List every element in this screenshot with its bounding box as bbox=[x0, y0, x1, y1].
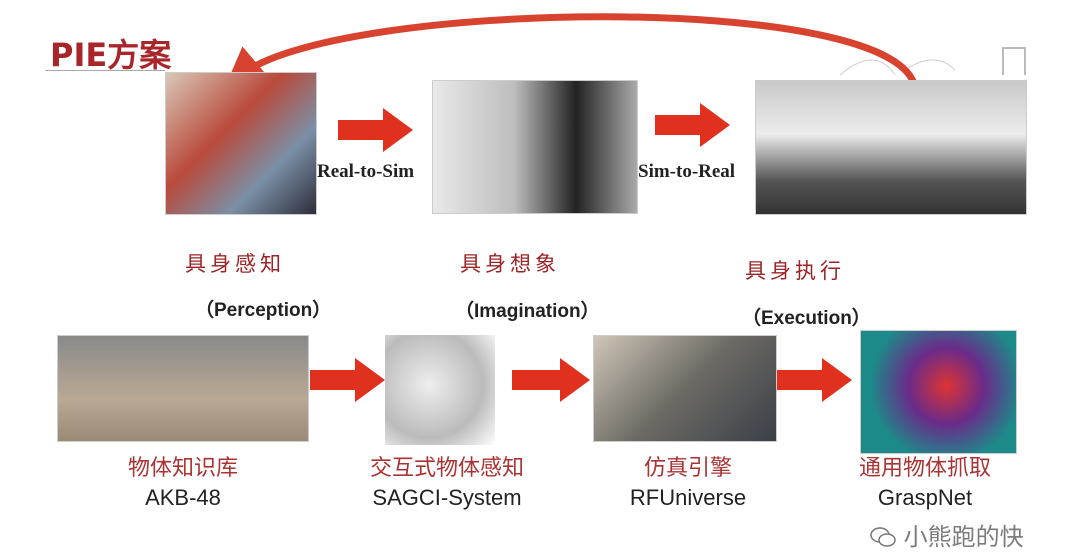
arrow-icon bbox=[338, 108, 413, 152]
akb48-image bbox=[57, 335, 309, 442]
akb48-en: AKB-48 bbox=[145, 485, 221, 510]
stage-imagination-cn: 具身想象 bbox=[460, 252, 560, 276]
perception-image bbox=[165, 72, 317, 215]
arrow-icon bbox=[512, 358, 590, 402]
page-title: PIE方案 bbox=[50, 36, 172, 74]
rfuniverse-image bbox=[593, 335, 777, 442]
sagci-cn: 交互式物体感知 bbox=[369, 456, 524, 481]
sim-to-real-label: Sim-to-Real bbox=[638, 161, 736, 182]
stage-imagination-en: （Imagination） bbox=[455, 301, 600, 322]
sagci-image bbox=[385, 335, 495, 445]
arrow-icon bbox=[310, 358, 385, 402]
rfuniverse-en: RFUniverse bbox=[629, 485, 747, 510]
arrow-icon bbox=[777, 358, 852, 402]
sjtu-logo bbox=[835, 40, 1035, 85]
arrow-icon bbox=[655, 103, 730, 147]
watermark: 小熊跑的快 bbox=[870, 522, 1024, 552]
real-to-sim-label: Real-to-Sim bbox=[317, 161, 415, 182]
stage-perception-en: （Perception） bbox=[195, 300, 332, 321]
graspnet-cn: 通用物体抓取 bbox=[858, 456, 991, 481]
imagination-image bbox=[432, 80, 638, 214]
graspnet-image bbox=[860, 330, 1017, 454]
stage-execution-en: （Execution） bbox=[742, 308, 871, 329]
stage-execution-cn: 具身执行 bbox=[745, 259, 845, 283]
wechat-icon bbox=[870, 527, 896, 547]
stage-perception-cn: 具身感知 bbox=[185, 252, 285, 276]
sagci-en: SAGCI-System bbox=[372, 485, 522, 510]
title-underline bbox=[45, 70, 165, 71]
execution-image bbox=[755, 80, 1027, 215]
graspnet-en: GraspNet bbox=[877, 485, 973, 510]
akb48-cn: 物体知识库 bbox=[127, 456, 238, 481]
watermark-text: 小熊跑的快 bbox=[903, 523, 1024, 551]
feedback-curved-arrow bbox=[223, 13, 919, 90]
rfuniverse-cn: 仿真引擎 bbox=[643, 456, 732, 481]
